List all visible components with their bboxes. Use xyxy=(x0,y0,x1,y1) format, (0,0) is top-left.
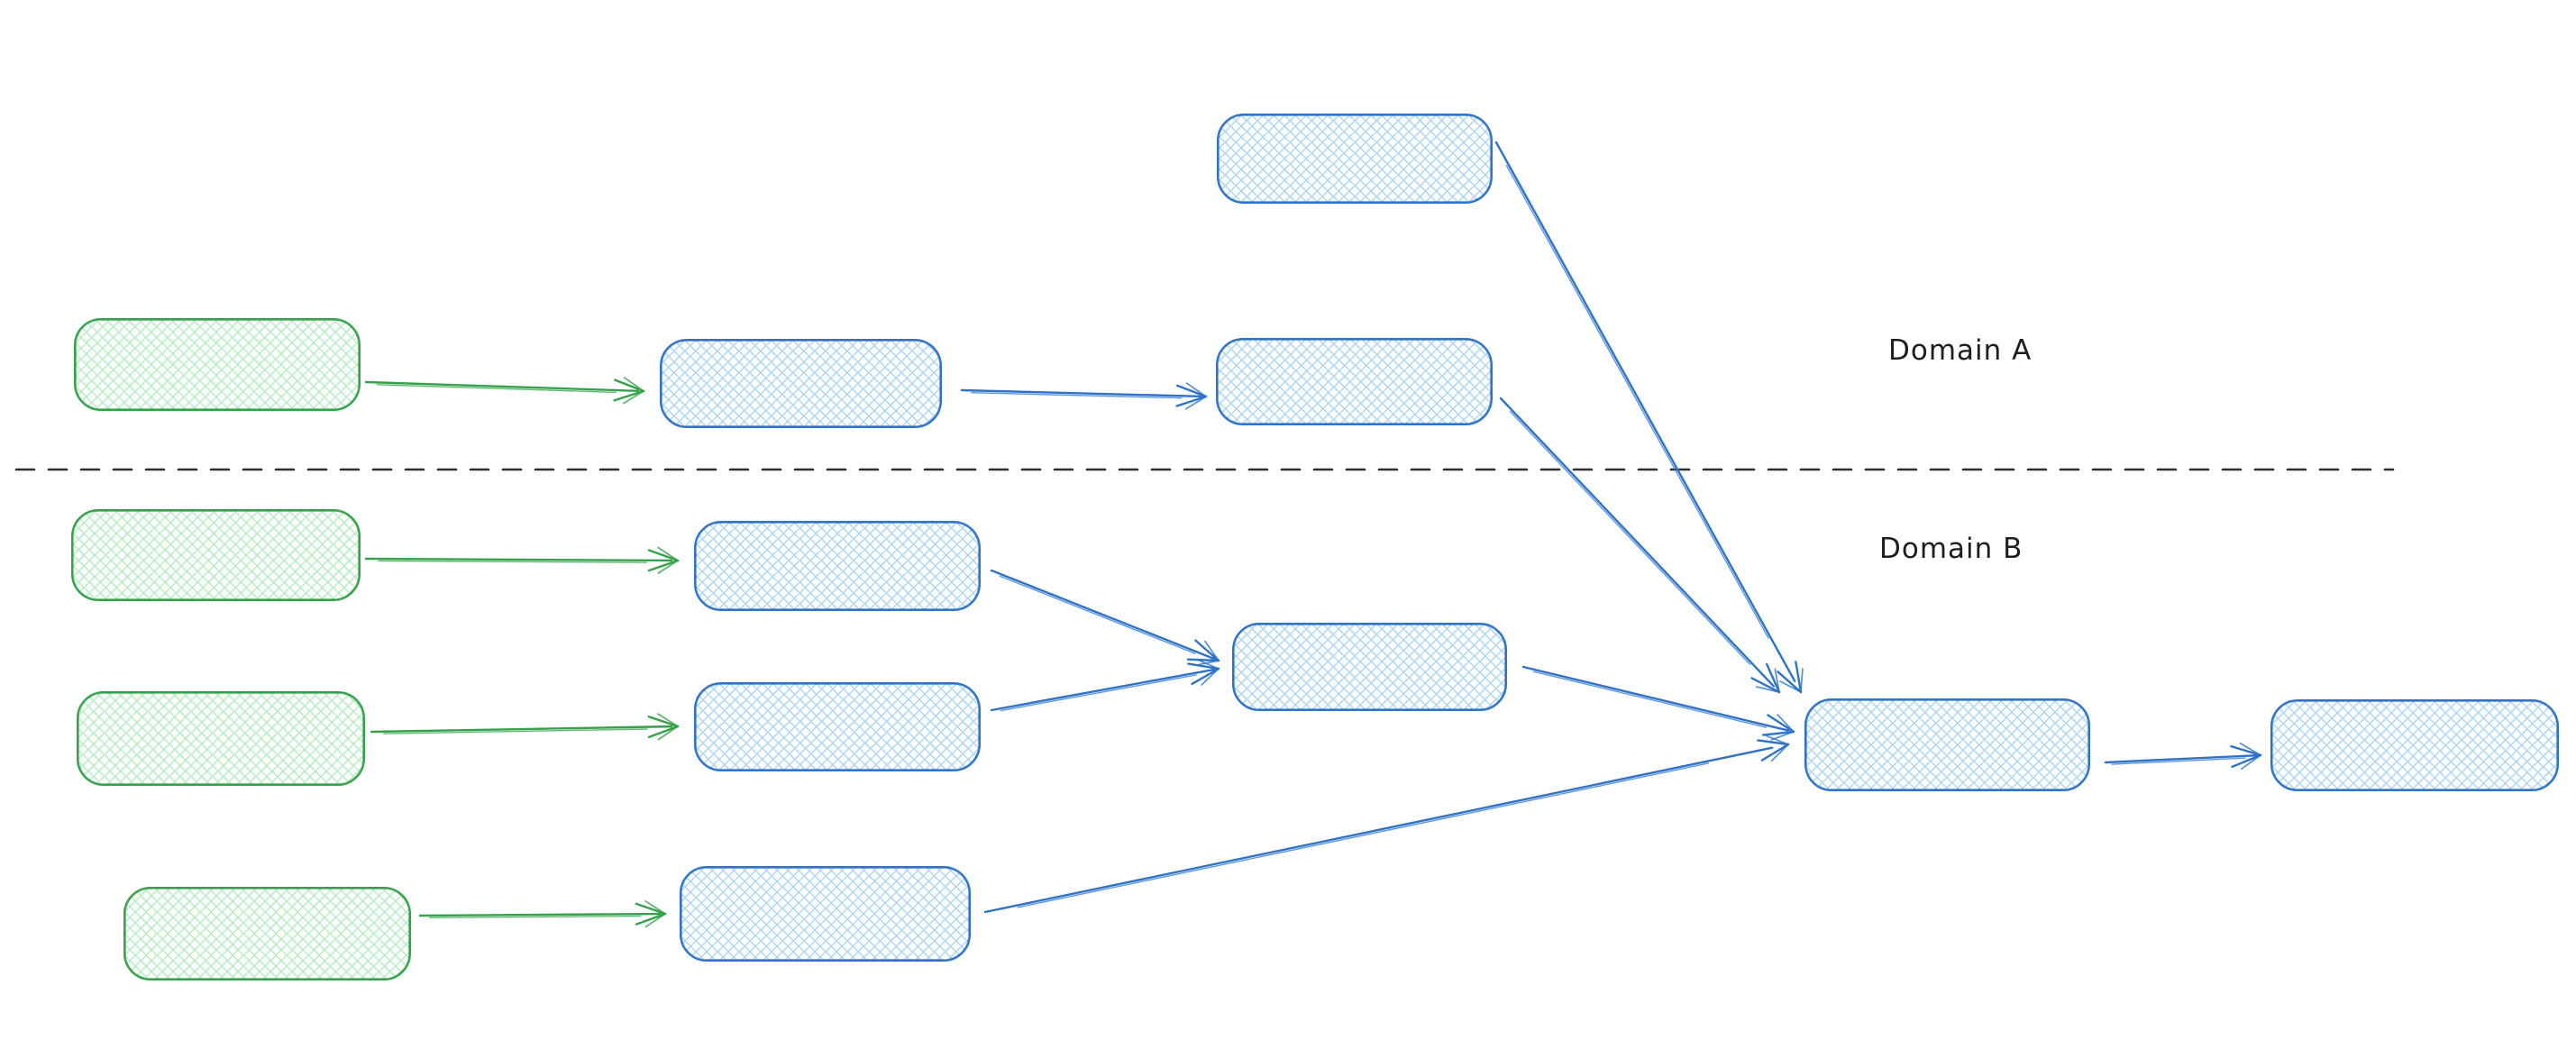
green-box-1[interactable] xyxy=(74,318,361,411)
arrow-sink-to-final[interactable] xyxy=(2104,742,2262,771)
blue-box-a2[interactable] xyxy=(1216,338,1493,425)
arrow-green-4[interactable] xyxy=(418,900,667,928)
arrow-green-3[interactable] xyxy=(370,713,680,741)
arrow-b3-to-sink[interactable] xyxy=(983,734,1790,914)
blue-box-b1[interactable] xyxy=(694,521,981,611)
arrow-green-2[interactable] xyxy=(364,546,680,574)
blue-box-top[interactable] xyxy=(1217,114,1493,204)
blue-box-a1[interactable] xyxy=(660,339,942,428)
domain-a-label: Domain A xyxy=(1888,334,2032,367)
blue-box-b2[interactable] xyxy=(694,682,981,771)
blue-box-b3[interactable] xyxy=(680,866,971,962)
blue-box-sink[interactable] xyxy=(1804,698,2090,791)
green-box-3[interactable] xyxy=(77,691,365,786)
arrow-a1-to-a2[interactable] xyxy=(960,382,1208,410)
arrow-green-1[interactable] xyxy=(364,377,645,405)
arrow-merge-to-sink[interactable] xyxy=(1521,665,1795,741)
arrow-top-to-sink[interactable] xyxy=(1494,141,1804,694)
green-box-2[interactable] xyxy=(71,509,361,601)
domain-b-label: Domain B xyxy=(1879,533,2023,565)
arrow-a2-to-sink[interactable] xyxy=(1499,397,1781,694)
blue-box-final[interactable] xyxy=(2270,699,2559,791)
blue-box-b-merge[interactable] xyxy=(1232,623,1507,711)
green-box-4[interactable] xyxy=(123,887,411,981)
arrow-b2-to-merge[interactable] xyxy=(990,659,1220,712)
arrow-b1-to-merge[interactable] xyxy=(990,569,1220,667)
